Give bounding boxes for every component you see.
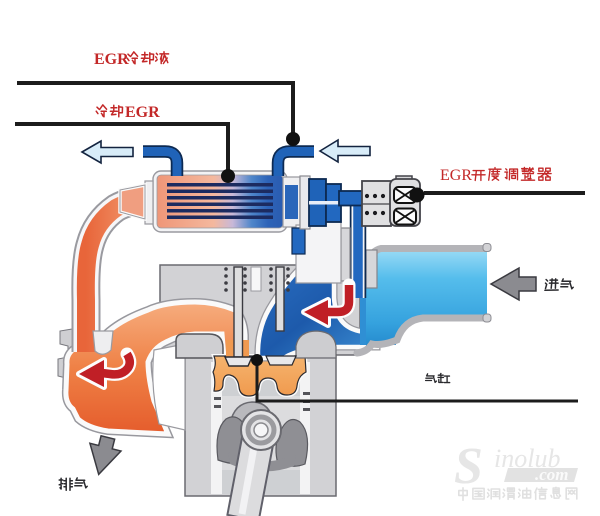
svg-text:EGR: EGR (125, 104, 160, 121)
svg-text:EGR: EGR (94, 51, 129, 68)
svg-text:.com: .com (535, 465, 569, 484)
svg-text:S: S (454, 438, 483, 495)
svg-text:EGR: EGR (440, 167, 472, 184)
